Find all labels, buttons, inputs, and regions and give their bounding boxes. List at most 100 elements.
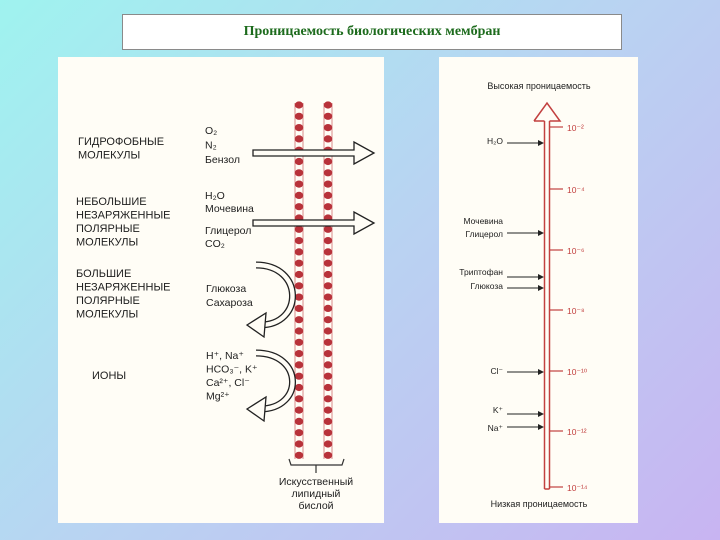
marker-arrow-head <box>538 274 544 280</box>
marker-arrow-head <box>538 230 544 236</box>
lipid-head <box>294 248 304 256</box>
molecule-label: Бензол <box>205 154 240 166</box>
molecule-label: H⁺, Na⁺ <box>206 350 244 362</box>
lipid-head <box>294 451 304 459</box>
lipid-head <box>294 270 304 279</box>
blocked-arrow-fill <box>255 262 295 328</box>
bilayer-caption: бислой <box>298 500 333 512</box>
lipid-head <box>323 282 333 290</box>
lipid-head <box>323 440 333 448</box>
lipid-head <box>294 169 304 177</box>
bilayer-caption: липидный <box>292 488 341 500</box>
marker-label: K⁺ <box>493 405 504 415</box>
molecule-label: Глицерол <box>205 225 251 237</box>
lipid-head <box>294 101 304 109</box>
lipid-head <box>294 406 304 414</box>
page-title: Проницаемость биологических мембран <box>243 24 501 39</box>
lipid-head <box>323 383 333 392</box>
blocked-arrow-head <box>245 395 267 423</box>
molecule-label: Сахароза <box>206 297 253 309</box>
lipid-head <box>294 157 304 166</box>
scale-label: 10⁻¹⁴ <box>567 483 588 493</box>
molecule-label: Глюкоза <box>206 283 246 295</box>
pass-through-arrow <box>252 140 376 166</box>
marker-label: Мочевина <box>463 216 503 226</box>
lipid-head <box>294 316 304 324</box>
molecule-label: N₂ <box>205 140 217 152</box>
lipid-head <box>323 180 333 188</box>
lipid-head <box>294 112 304 120</box>
marker-label: Cl⁻ <box>490 366 503 376</box>
lipid-head <box>294 372 304 380</box>
marker-label: H₂O <box>487 136 503 146</box>
lipid-head <box>294 293 304 301</box>
lipid-head <box>323 316 333 324</box>
lipid-head <box>323 191 333 199</box>
category-label: НЕБОЛЬШИЕ <box>76 196 147 208</box>
lipid-head <box>323 112 333 120</box>
lipid-head <box>294 282 304 290</box>
scale-label: 10⁻² <box>567 123 584 133</box>
lipid-head <box>323 451 333 459</box>
lipid-head <box>323 304 333 312</box>
lipid-head <box>323 169 333 177</box>
lipid-head <box>294 237 304 245</box>
marker-arrow-head <box>538 424 544 430</box>
molecule-label: Мочевина <box>205 203 254 215</box>
molecule-label: Ca²⁺, Cl⁻ <box>206 377 250 389</box>
category-label: ПОЛЯРНЫЕ <box>76 223 140 235</box>
scale-label: 10⁻⁴ <box>567 185 585 195</box>
molecule-label: HCO₃⁻, K⁺ <box>206 364 258 376</box>
lipid-head <box>323 259 333 267</box>
lipid-head <box>294 327 304 335</box>
marker-arrow-head <box>538 140 544 146</box>
lipid-head <box>323 203 333 211</box>
molecule-label: H₂O <box>205 190 225 202</box>
lipid-head <box>294 383 304 392</box>
lipid-head <box>294 191 304 199</box>
lipid-head <box>323 293 333 301</box>
lipid-head <box>323 237 333 245</box>
lipid-head <box>294 203 304 211</box>
marker-arrow-head <box>538 369 544 375</box>
lipid-head <box>294 259 304 267</box>
lipid-head <box>323 372 333 380</box>
pass-through-arrow <box>252 210 376 236</box>
lipid-head <box>323 225 333 233</box>
marker-label: Na⁺ <box>488 423 504 433</box>
lipid-head <box>323 338 333 346</box>
lipid-head <box>294 225 304 233</box>
category-label: ГИДРОФОБНЫЕ <box>78 136 164 148</box>
molecule-label: Mg²⁺ <box>206 391 230 403</box>
lipid-head <box>294 350 304 358</box>
scale-label: 10⁻¹² <box>567 427 587 437</box>
molecule-label: O₂ <box>205 125 217 137</box>
lipid-head <box>294 440 304 448</box>
lipid-head <box>294 304 304 312</box>
marker-arrow-head <box>538 285 544 291</box>
molecule-label: CO₂ <box>205 238 225 250</box>
lipid-head <box>323 270 333 279</box>
lipid-head <box>294 361 304 369</box>
scale-arrow-head <box>533 101 562 122</box>
lipid-head <box>323 101 333 109</box>
category-label: НЕЗАРЯЖЕННЫЕ <box>76 282 171 294</box>
marker-label: Глюкоза <box>470 281 503 291</box>
bilayer-caption: Искусственный <box>279 476 353 488</box>
membrane-diagram-panel: ГИДРОФОБНЫЕ МОЛЕКУЛЫ НЕБОЛЬШИЕ НЕЗАРЯЖЕННЫЕ… <box>58 57 384 523</box>
lipid-head <box>323 350 333 358</box>
category-label: ПОЛЯРНЫЕ <box>76 295 140 307</box>
category-label: МОЛЕКУЛЫ <box>76 309 138 321</box>
high-permeability-label: Высокая проницаемость <box>487 81 590 91</box>
scale-label: 10⁻⁶ <box>567 246 584 256</box>
lipid-head <box>323 429 333 437</box>
lipid-head <box>294 429 304 437</box>
lipid-head <box>323 327 333 335</box>
marker-arrow-head <box>538 411 544 417</box>
category-label: МОЛЕКУЛЫ <box>78 150 140 162</box>
lipid-head <box>294 135 304 143</box>
lipid-head <box>294 338 304 346</box>
lipid-head <box>323 157 333 166</box>
